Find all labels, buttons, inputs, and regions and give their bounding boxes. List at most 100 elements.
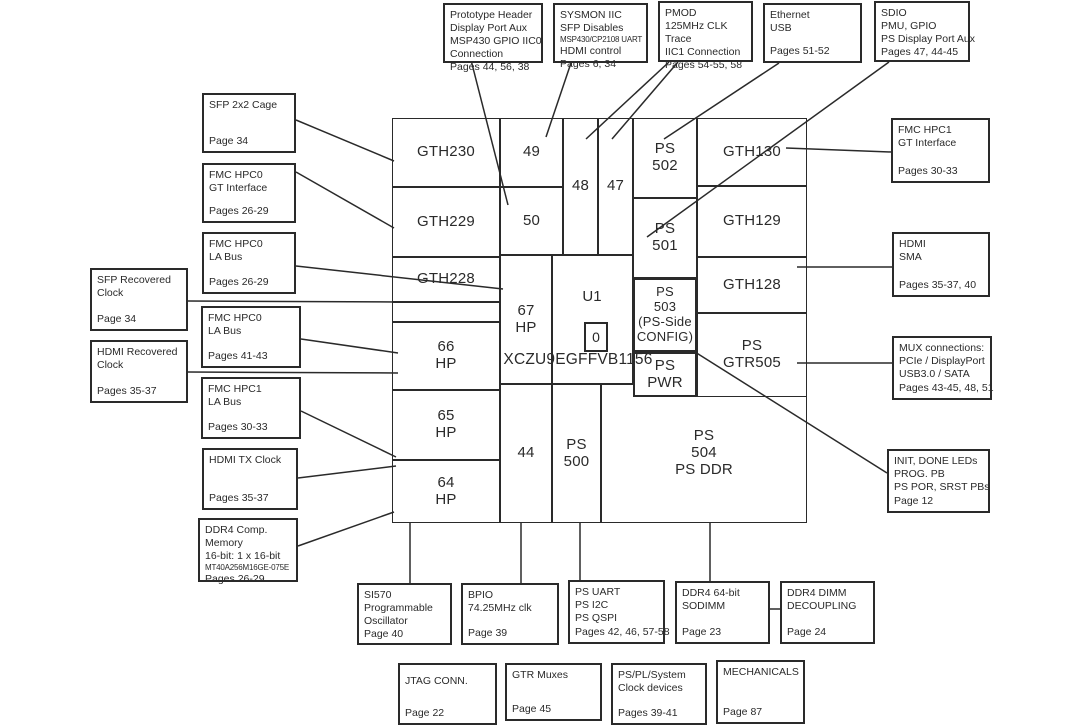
callout-line: SDIO <box>881 7 907 19</box>
callout-line: 74.25MHz clk <box>468 602 532 615</box>
bank-gth230: GTH230 <box>392 118 500 187</box>
callout-gtr-muxes: GTR Muxes Page 45 <box>505 663 602 721</box>
bank-ps500: PS 500 <box>552 384 601 523</box>
callout-line: DDR4 Comp. <box>205 524 268 536</box>
callout-pages: Pages 47, 44-45 <box>881 46 959 59</box>
callout-pages: Pages 35-37 <box>209 491 269 504</box>
callout-line: MSP430/CP2108 UART <box>560 35 643 45</box>
callout-sysmon-iic: SYSMON IIC SFP Disables MSP430/CP2108 UA… <box>553 3 648 70</box>
bank-ps503-label: PS 503 (PS-Side CONFIG) <box>636 284 694 344</box>
callout-line: PS UART <box>575 586 621 598</box>
bank-ps504-ps-ddr: PS 504 PS DDR <box>601 384 807 523</box>
bank-ps-gtr505: PS GTR505 <box>697 313 807 397</box>
callout-fmc-hpc0-la-1: FMC HPC0 LA Bus Pages 26-29 <box>202 232 296 294</box>
callout-line: Prototype Header <box>450 9 533 21</box>
callout-ddr4-component-memory: DDR4 Comp. Memory 16-bit: 1 x 16-bit MT4… <box>198 518 298 585</box>
callout-line: HDMI control <box>560 44 622 57</box>
bank-ps502-label: PS 502 <box>652 140 678 174</box>
callout-line: SFP Disables <box>560 22 624 35</box>
callout-line: USB3.0 / SATA <box>899 368 970 381</box>
chip-part-number: XCZU9EGFFVB1156 <box>503 351 653 368</box>
callout-bpio-clock: BPIO 74.25MHz clk Page 39 <box>461 583 559 645</box>
callout-hdmi-recovered-clock: HDMI Recovered Clock Pages 35-37 <box>90 340 188 403</box>
callout-pages: Page 34 <box>209 134 249 147</box>
callout-sdio-pmu-gpio: SDIO PMU, GPIO PS Display Port Aux Pages… <box>874 1 975 62</box>
config-mode-box: 0 <box>584 322 608 352</box>
callout-pages: Page 87 <box>723 705 763 718</box>
callout-pages: Page 40 <box>364 628 404 641</box>
callout-line: MT40A256M16GE-075E <box>205 563 290 573</box>
u1-device-cell <box>552 255 633 384</box>
callout-pages: Pages 26-29 <box>209 275 269 288</box>
callout-line: LA Bus <box>208 396 242 409</box>
callout-si570-oscillator: SI570 Programmable Oscillator Page 40 <box>357 583 452 645</box>
callout-pages: Page 39 <box>468 626 508 639</box>
callout-ddr4-dimm-decoupling: DDR4 DIMM DECOUPLING Page 24 <box>780 581 875 644</box>
bank-67-hp: 67 HP <box>500 255 552 384</box>
callout-line: SYSMON IIC <box>560 9 622 21</box>
callout-line: IIC1 Connection <box>665 46 741 59</box>
callout-line: Clock devices <box>618 682 683 695</box>
callout-pages: Page 24 <box>787 625 827 638</box>
bank-ps503-config: PS 503 (PS-Side CONFIG) <box>633 278 697 352</box>
callout-pages: Pages 54-55, 58 <box>665 59 743 72</box>
bank-gth130-label: GTH130 <box>723 142 781 160</box>
bank-ps502: PS 502 <box>633 118 697 198</box>
callout-line: HDMI Recovered <box>97 346 178 358</box>
callout-line: LA Bus <box>208 325 242 338</box>
callout-pages: Pages 30-33 <box>898 164 958 177</box>
callout-pages: Page 23 <box>682 625 722 638</box>
callout-line: PS POR, SRST PBs <box>894 481 990 494</box>
bank-gth129: GTH129 <box>697 186 807 257</box>
bank-gth129-label: GTH129 <box>723 212 781 230</box>
callout-pmod: PMOD 125MHz CLK Trace IIC1 Connection Pa… <box>658 1 753 71</box>
bank-48-label: 48 <box>571 177 590 195</box>
bank-ps501: PS 501 <box>633 198 697 278</box>
callout-line: USB <box>770 22 792 35</box>
callout-line: Oscillator <box>364 615 408 628</box>
callout-line: Clock <box>97 359 124 372</box>
callout-line: DDR4 64-bit <box>682 587 740 599</box>
callout-pages: Pages 42, 46, 57-58 <box>575 625 670 638</box>
callout-pages: Page 45 <box>512 702 552 715</box>
bank-65-hp: 65 HP <box>392 390 500 460</box>
callout-ddr4-sodimm: DDR4 64-bit SODIMM Page 23 <box>675 581 770 644</box>
callout-line: SI570 <box>364 589 392 601</box>
callout-line: PS QSPI <box>575 612 618 625</box>
callout-line: 125MHz CLK <box>665 20 728 33</box>
callout-pages: Page 34 <box>97 312 137 325</box>
bank-50-label: 50 <box>522 211 541 229</box>
callout-pages: Pages 44, 56, 38 <box>450 61 530 74</box>
bank-50: 50 <box>500 187 563 255</box>
callout-line: MUX connections: <box>899 342 985 354</box>
callout-sfp-2x2-cage: SFP 2x2 Cage Page 34 <box>202 93 296 153</box>
callout-pages: Page 12 <box>894 494 934 507</box>
callout-line: DDR4 DIMM <box>787 587 847 599</box>
callout-hdmi-sma: HDMI SMA Pages 35-37, 40 <box>892 232 990 297</box>
callout-jtag-connector: JTAG CONN. Page 22 <box>398 663 497 725</box>
callout-line: PCIe / DisplayPort <box>899 355 985 368</box>
bank-ps504-label: PS 504 PS DDR <box>675 427 733 478</box>
callout-sfp-recovered-clock: SFP Recovered Clock Page 34 <box>90 268 188 331</box>
callout-line: 16-bit: 1 x 16-bit <box>205 550 281 563</box>
bank-ps500-label: PS 500 <box>563 435 590 470</box>
callout-fmc-hpc0-la-2: FMC HPC0 LA Bus Pages 41-43 <box>201 306 301 368</box>
callout-line: Clock <box>97 287 124 300</box>
callout-line: PS/PL/System <box>618 669 686 681</box>
callout-line: FMC HPC1 <box>208 383 262 395</box>
bank-44: 44 <box>500 384 552 523</box>
bank-44-label: 44 <box>517 444 535 462</box>
callout-line: MECHANICALS <box>723 666 799 678</box>
callout-hdmi-tx-clock: HDMI TX Clock Pages 35-37 <box>202 448 298 510</box>
bank-gth229-label: GTH229 <box>417 212 475 230</box>
callout-pages: Pages 35-37, 40 <box>899 278 977 291</box>
callout-line: JTAG CONN. <box>405 675 468 687</box>
callout-prototype-header: Prototype Header Display Port Aux MSP430… <box>443 3 543 73</box>
bank-66-hp: 66 HP <box>392 322 500 390</box>
callout-mechanicals: MECHANICALS Page 87 <box>716 660 805 724</box>
callout-fmc-hpc0-gt: FMC HPC0 GT Interface Pages 26-29 <box>202 163 296 223</box>
bank-47-label: 47 <box>606 177 625 195</box>
callout-pages: Pages 51-52 <box>770 44 830 57</box>
chip-reference-designator: U1 <box>582 288 602 305</box>
callout-line: DECOUPLING <box>787 600 857 613</box>
